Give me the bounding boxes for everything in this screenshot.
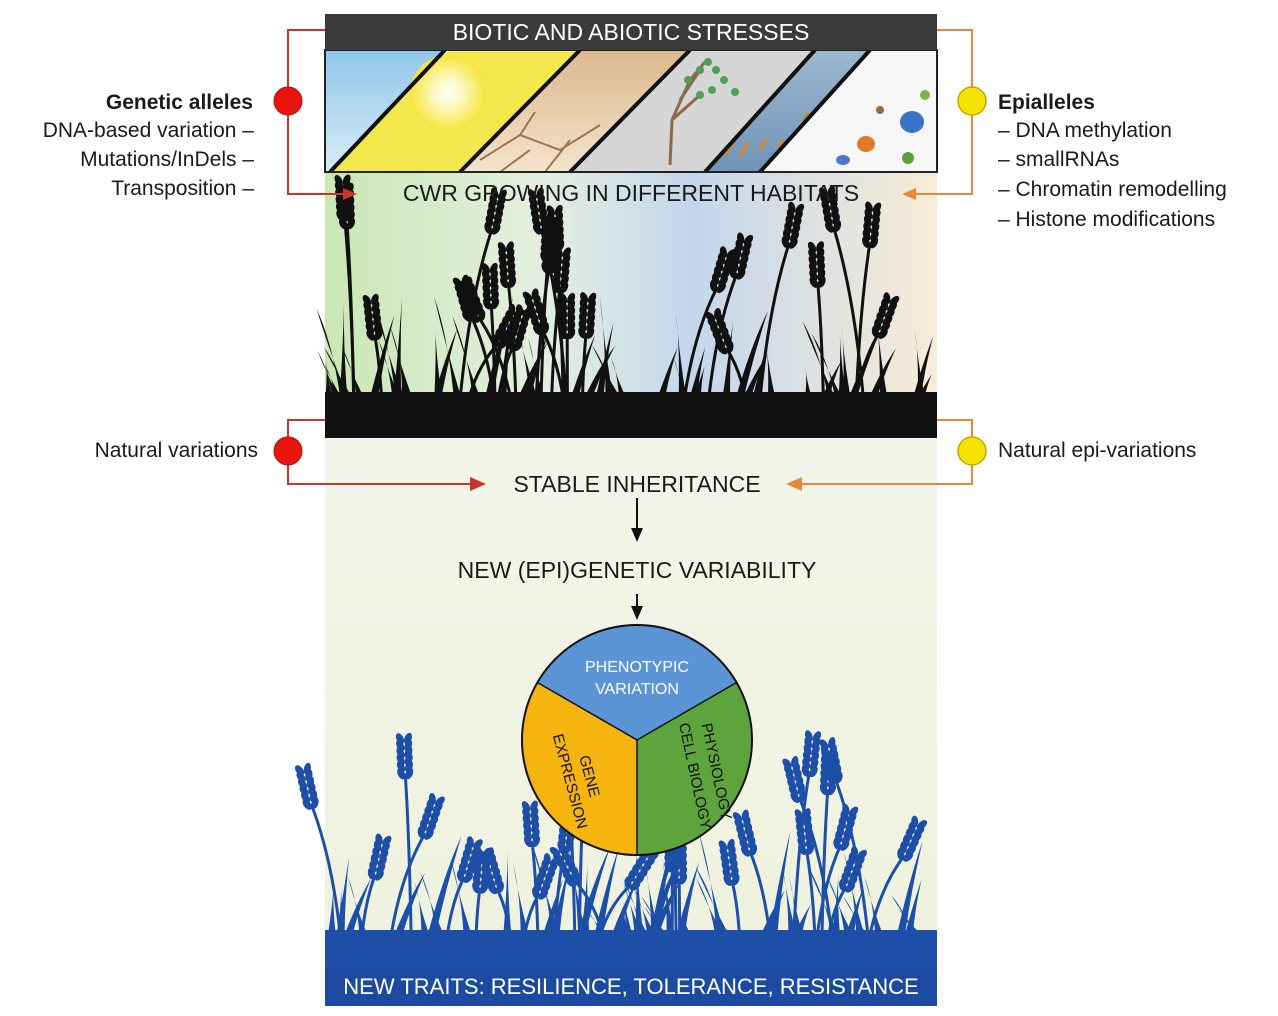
epi-arrowhead-bottom [786,477,802,491]
epi-item-4: – Histone modifications [998,208,1216,231]
flow-arrow-1 [631,498,643,542]
footer-bar [325,968,937,1006]
genetic-dot-top [273,86,303,116]
epialleles-heading: Epialleles [998,91,1095,114]
genetic-item-2: Mutations/InDels – [80,148,254,171]
pie-top-label-2: VARIATION [595,681,679,698]
epi-item-3: – Chromatin remodelling [998,178,1227,201]
stable-inheritance-label: STABLE INHERITANCE [513,471,761,497]
genetic-arrowhead-top [343,188,357,200]
plant-branch-icon [668,61,707,166]
habitats-label: CWR GROWING IN DIFFERENT HABITATS [402,180,860,206]
sun-icon [410,55,486,131]
drought-stress-panel [460,50,690,172]
epi-item-2: – smallRNAs [998,148,1120,171]
epi-dot-top [957,86,987,116]
pie-top-label-1: PHENOTYPIC [585,659,689,676]
genetic-item-3: Transposition – [111,177,254,200]
epi-dot-bottom [957,436,987,466]
salinity-stress-panel [570,50,815,172]
genetic-arrowhead-bottom [470,477,486,491]
flow-arrow-2 [631,594,643,620]
genetic-dot-bottom [273,436,303,466]
dark-plant-silhouettes [316,174,934,401]
genetic-item-1: DNA-based variation – [42,119,254,142]
footer-traits-label: NEW TRAITS: RESILIENCE, TOLERANCE, RESIS… [343,974,919,999]
new-variability-label: NEW (EPI)GENETIC VARIABILITY [457,557,817,583]
stress-strip [324,48,938,174]
outcome-pie [521,624,753,856]
epi-item-1: – DNA methylation [998,119,1172,142]
dark-ground [325,392,937,438]
pie-segment-physiology [637,682,753,855]
header-bar [325,14,937,50]
genetic-alleles-heading: Genetic alleles [105,91,253,114]
epi-arrowhead-top [902,188,916,200]
panel-dividers [328,48,872,174]
pest-icons [836,90,930,165]
pie-segment-gene-expression [521,682,637,855]
seed-pods-icon [684,58,739,99]
pests-stress-panel [760,50,937,172]
header-title: BIOTIC AND ABIOTIC STRESSES [452,19,810,45]
natural-epi-variations-label: Natural epi-variations [998,439,1197,462]
flood-stress-panel [705,50,870,172]
natural-variations-label: Natural variations [94,439,258,462]
